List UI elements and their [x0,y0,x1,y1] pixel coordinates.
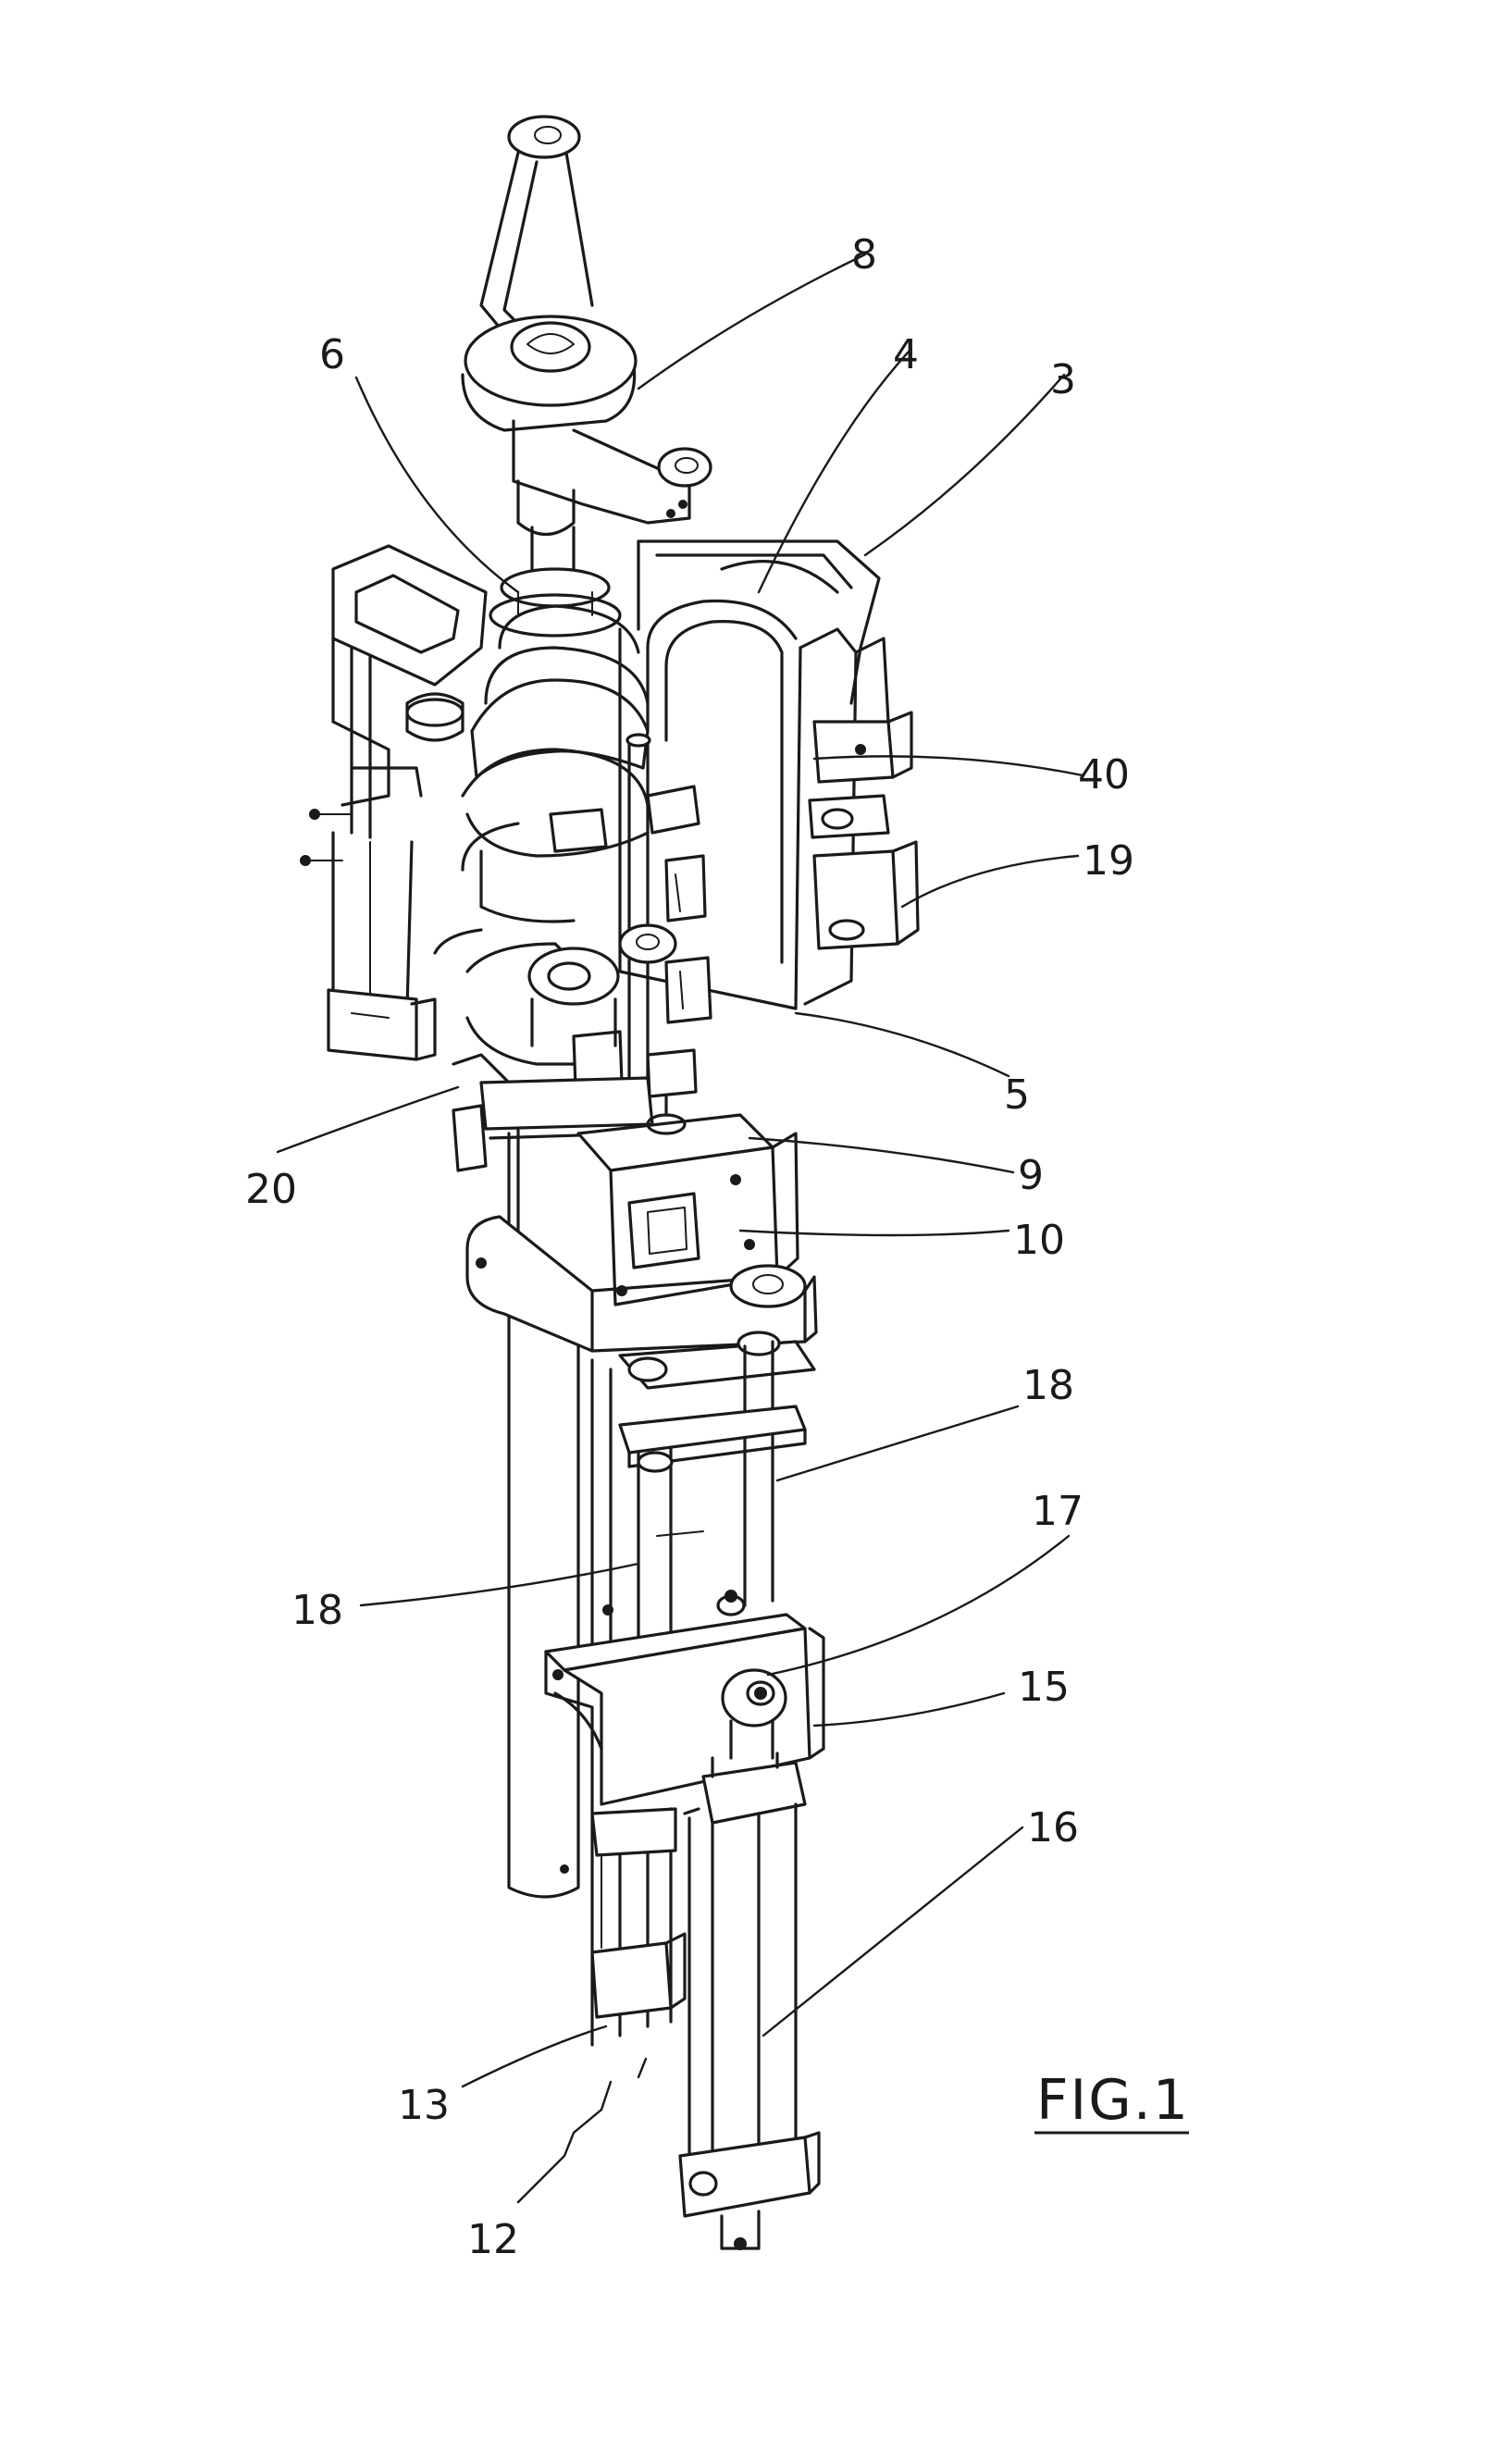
figure-title: FIG.1 [1036,2068,1190,2133]
pneumatic-cylinder [680,1753,819,2249]
left-cylinder [328,833,435,1059]
ref-label-5: 5 [1004,1071,1030,1119]
ref-label-18-right: 18 [1022,1362,1074,1409]
top-lever-arm [463,117,711,535]
ref-label-16: 16 [1027,1804,1079,1851]
ref-label-20: 20 [245,1166,297,1213]
ref-label-9: 9 [1018,1152,1044,1199]
ref-label-13: 13 [398,2082,450,2129]
upper-shaft [490,527,620,636]
ref-label-3: 3 [1050,356,1076,403]
figure-caption: FIG.1 [1034,2068,1190,2133]
ref-label-18-left: 18 [291,1587,343,1634]
lower-columns [592,1809,685,2045]
ref-label-17: 17 [1032,1488,1084,1535]
left-upper-frame [301,546,486,865]
ref-label-10: 10 [1013,1217,1065,1264]
ref-label-40: 40 [1078,751,1130,799]
right-side-blocks [810,712,918,948]
central-rod [551,735,711,1110]
ref-label-19: 19 [1083,837,1134,885]
ref-label-15: 15 [1018,1664,1070,1711]
ref-label-8: 8 [851,231,877,279]
ref-label-6: 6 [319,331,345,378]
ref-label-12: 12 [467,2216,519,2263]
ref-label-4: 4 [893,331,919,378]
